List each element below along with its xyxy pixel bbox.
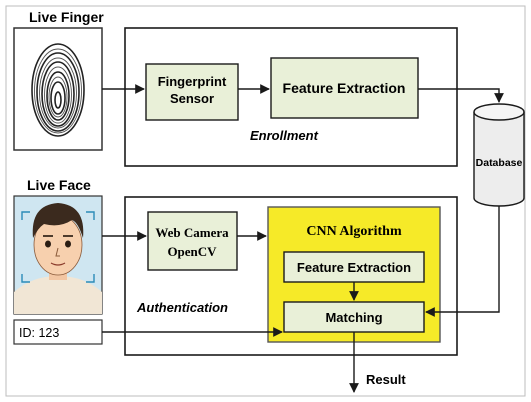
web-camera-label-line1: Web Camera bbox=[155, 225, 229, 240]
id-value: ID: 123 bbox=[19, 326, 59, 340]
feature-extraction-enroll-box bbox=[270, 57, 419, 119]
fingerprint-sensor-box bbox=[145, 63, 239, 121]
enrollment-label: Enrollment bbox=[250, 128, 319, 143]
fingerprint-sensor-label-line1: Fingerprint bbox=[158, 74, 227, 89]
arrow-extraction-to-database bbox=[418, 88, 504, 103]
feature-extraction-auth-label: Feature Extraction bbox=[297, 260, 411, 275]
live-face-label: Live Face bbox=[27, 177, 91, 193]
database-cylinder-icon bbox=[473, 103, 525, 207]
live-finger-label: Live Finger bbox=[29, 9, 104, 25]
face-avatar-icon bbox=[13, 195, 103, 315]
feature-extraction-enroll-label: Feature Extraction bbox=[283, 80, 406, 96]
fingerprint-icon bbox=[13, 27, 103, 151]
authentication-label: Authentication bbox=[136, 300, 228, 315]
outer-frame bbox=[5, 5, 526, 397]
fingerprint-sensor-label-line2: Sensor bbox=[170, 91, 214, 106]
database-label: Database bbox=[476, 157, 523, 169]
matching-box bbox=[283, 301, 425, 333]
matching-label: Matching bbox=[325, 310, 382, 325]
cnn-algorithm-label: CNN Algorithm bbox=[306, 224, 402, 239]
web-camera-box bbox=[147, 211, 238, 271]
arrow-database-to-matching bbox=[425, 206, 500, 317]
result-label: Result bbox=[366, 372, 406, 387]
web-camera-label-line2: OpenCV bbox=[167, 244, 217, 259]
feature-extraction-auth-box bbox=[283, 251, 425, 283]
